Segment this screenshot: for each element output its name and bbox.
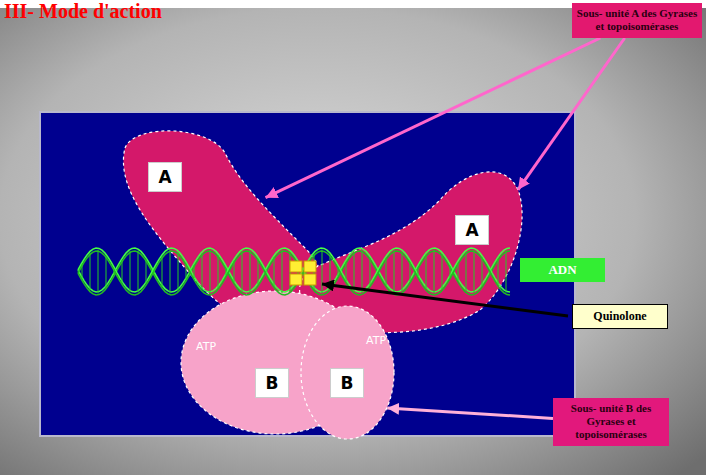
dna-base-pair: [162, 256, 163, 286]
dna-base-pair: [226, 268, 227, 275]
callout-box: Sous- unité A des Gyrases et topoisoméra…: [572, 3, 702, 38]
dna-base-pair: [506, 250, 507, 292]
slide-title: III- Mode d'action: [4, 0, 162, 22]
callout-box: ADN: [520, 258, 605, 282]
dna-base-pair: [122, 260, 123, 283]
dna-base-pair: [266, 271, 267, 273]
dna-base-pair: [146, 259, 147, 283]
dna-base-pair: [98, 250, 99, 294]
dna-base-pair: [458, 263, 459, 281]
dna-base-pair: [370, 258, 371, 285]
dna-base-pair: [482, 257, 483, 286]
dna-base-pair: [442, 254, 443, 289]
dna-base-pair: [106, 256, 107, 287]
dna-base-pair: [210, 250, 211, 294]
callout-text: Quinolone: [577, 309, 663, 323]
callout-text: ADN: [524, 262, 601, 278]
callout-box: Quinolone: [572, 304, 668, 329]
energy-label: ATP: [366, 334, 386, 347]
dna-base-pair: [498, 259, 499, 285]
shape-outline: [180, 290, 370, 435]
gyrase-subunit-a: A: [115, 128, 330, 333]
callout-box: Sous- unité B des Gyrases et topoisoméra…: [553, 398, 669, 446]
dna-base-pair: [386, 258, 387, 285]
dna-base-pair: [114, 269, 115, 275]
dna-base-pair: [154, 270, 155, 274]
subunit-letter: B: [330, 368, 364, 398]
dna-base-pair: [402, 252, 403, 292]
slide-panel: [0, 8, 706, 475]
dna-base-pair: [474, 250, 475, 293]
subunit-outline: [301, 306, 394, 439]
dna-base-pair: [258, 259, 259, 285]
dna-base-pair: [274, 257, 275, 286]
shape-outline: [115, 128, 330, 333]
dna-base-pair: [418, 267, 419, 276]
gyrase-subunit-b: B: [300, 305, 395, 440]
callout-arrow: [266, 38, 601, 198]
dna-base-pair: [234, 261, 235, 282]
gyrase-subunit-b: B: [180, 290, 370, 435]
title-holder: III- Mode d'action: [4, 0, 162, 23]
dna-base-pair: [242, 251, 243, 292]
dna-base-pair: [138, 251, 139, 293]
dna-base-pair: [346, 262, 347, 282]
dna-base-pair: [394, 250, 395, 293]
dna-base-pair: [218, 255, 219, 288]
dna-base-pair: [338, 267, 339, 276]
dna-base-pair: [354, 252, 355, 292]
dna-base-pair: [90, 253, 91, 290]
quinolone-block: [290, 261, 302, 272]
label-holder: ATP: [366, 330, 386, 348]
dna-base-pair: [490, 271, 491, 273]
dna-base-pair: [178, 252, 179, 290]
energy-label: ATP: [196, 340, 216, 353]
dna-base-pair: [282, 250, 283, 293]
dna-base-pair: [186, 263, 187, 279]
dna-base-pair: [426, 255, 427, 289]
dna-base-pair: [250, 250, 251, 292]
dna-base-pair: [330, 255, 331, 289]
subunit-letter: A: [148, 162, 182, 192]
quinolone-block: [304, 274, 316, 285]
dna-base-pair: [450, 266, 451, 277]
subunit-letter: B: [255, 368, 289, 398]
callout-text: Sous- unité A des Gyrases et topoisoméra…: [576, 7, 698, 33]
gyrase-subunit-a: A: [290, 160, 525, 335]
callout-arrow: [518, 38, 625, 190]
quinolone-block: [304, 261, 316, 272]
dna-base-pair: [434, 250, 435, 294]
dna-base-pair: [322, 250, 323, 294]
quinolone-block: [290, 274, 302, 285]
callout-arrow: [387, 408, 553, 418]
callout-text: Sous- unité B des Gyrases et topoisoméra…: [557, 402, 665, 442]
subunit-letter: A: [455, 215, 489, 245]
dna-base-pair: [130, 251, 131, 292]
dna-base-pair: [202, 253, 203, 289]
dna-base-pair: [170, 250, 171, 294]
dna-base-pair: [82, 264, 83, 278]
label-holder: ATP: [196, 336, 216, 354]
dna-base-pair: [362, 250, 363, 293]
shape-outline: [290, 160, 525, 335]
dna-base-pair: [466, 252, 467, 291]
dna-base-pair: [194, 265, 195, 278]
dna-base-pair: [410, 262, 411, 282]
